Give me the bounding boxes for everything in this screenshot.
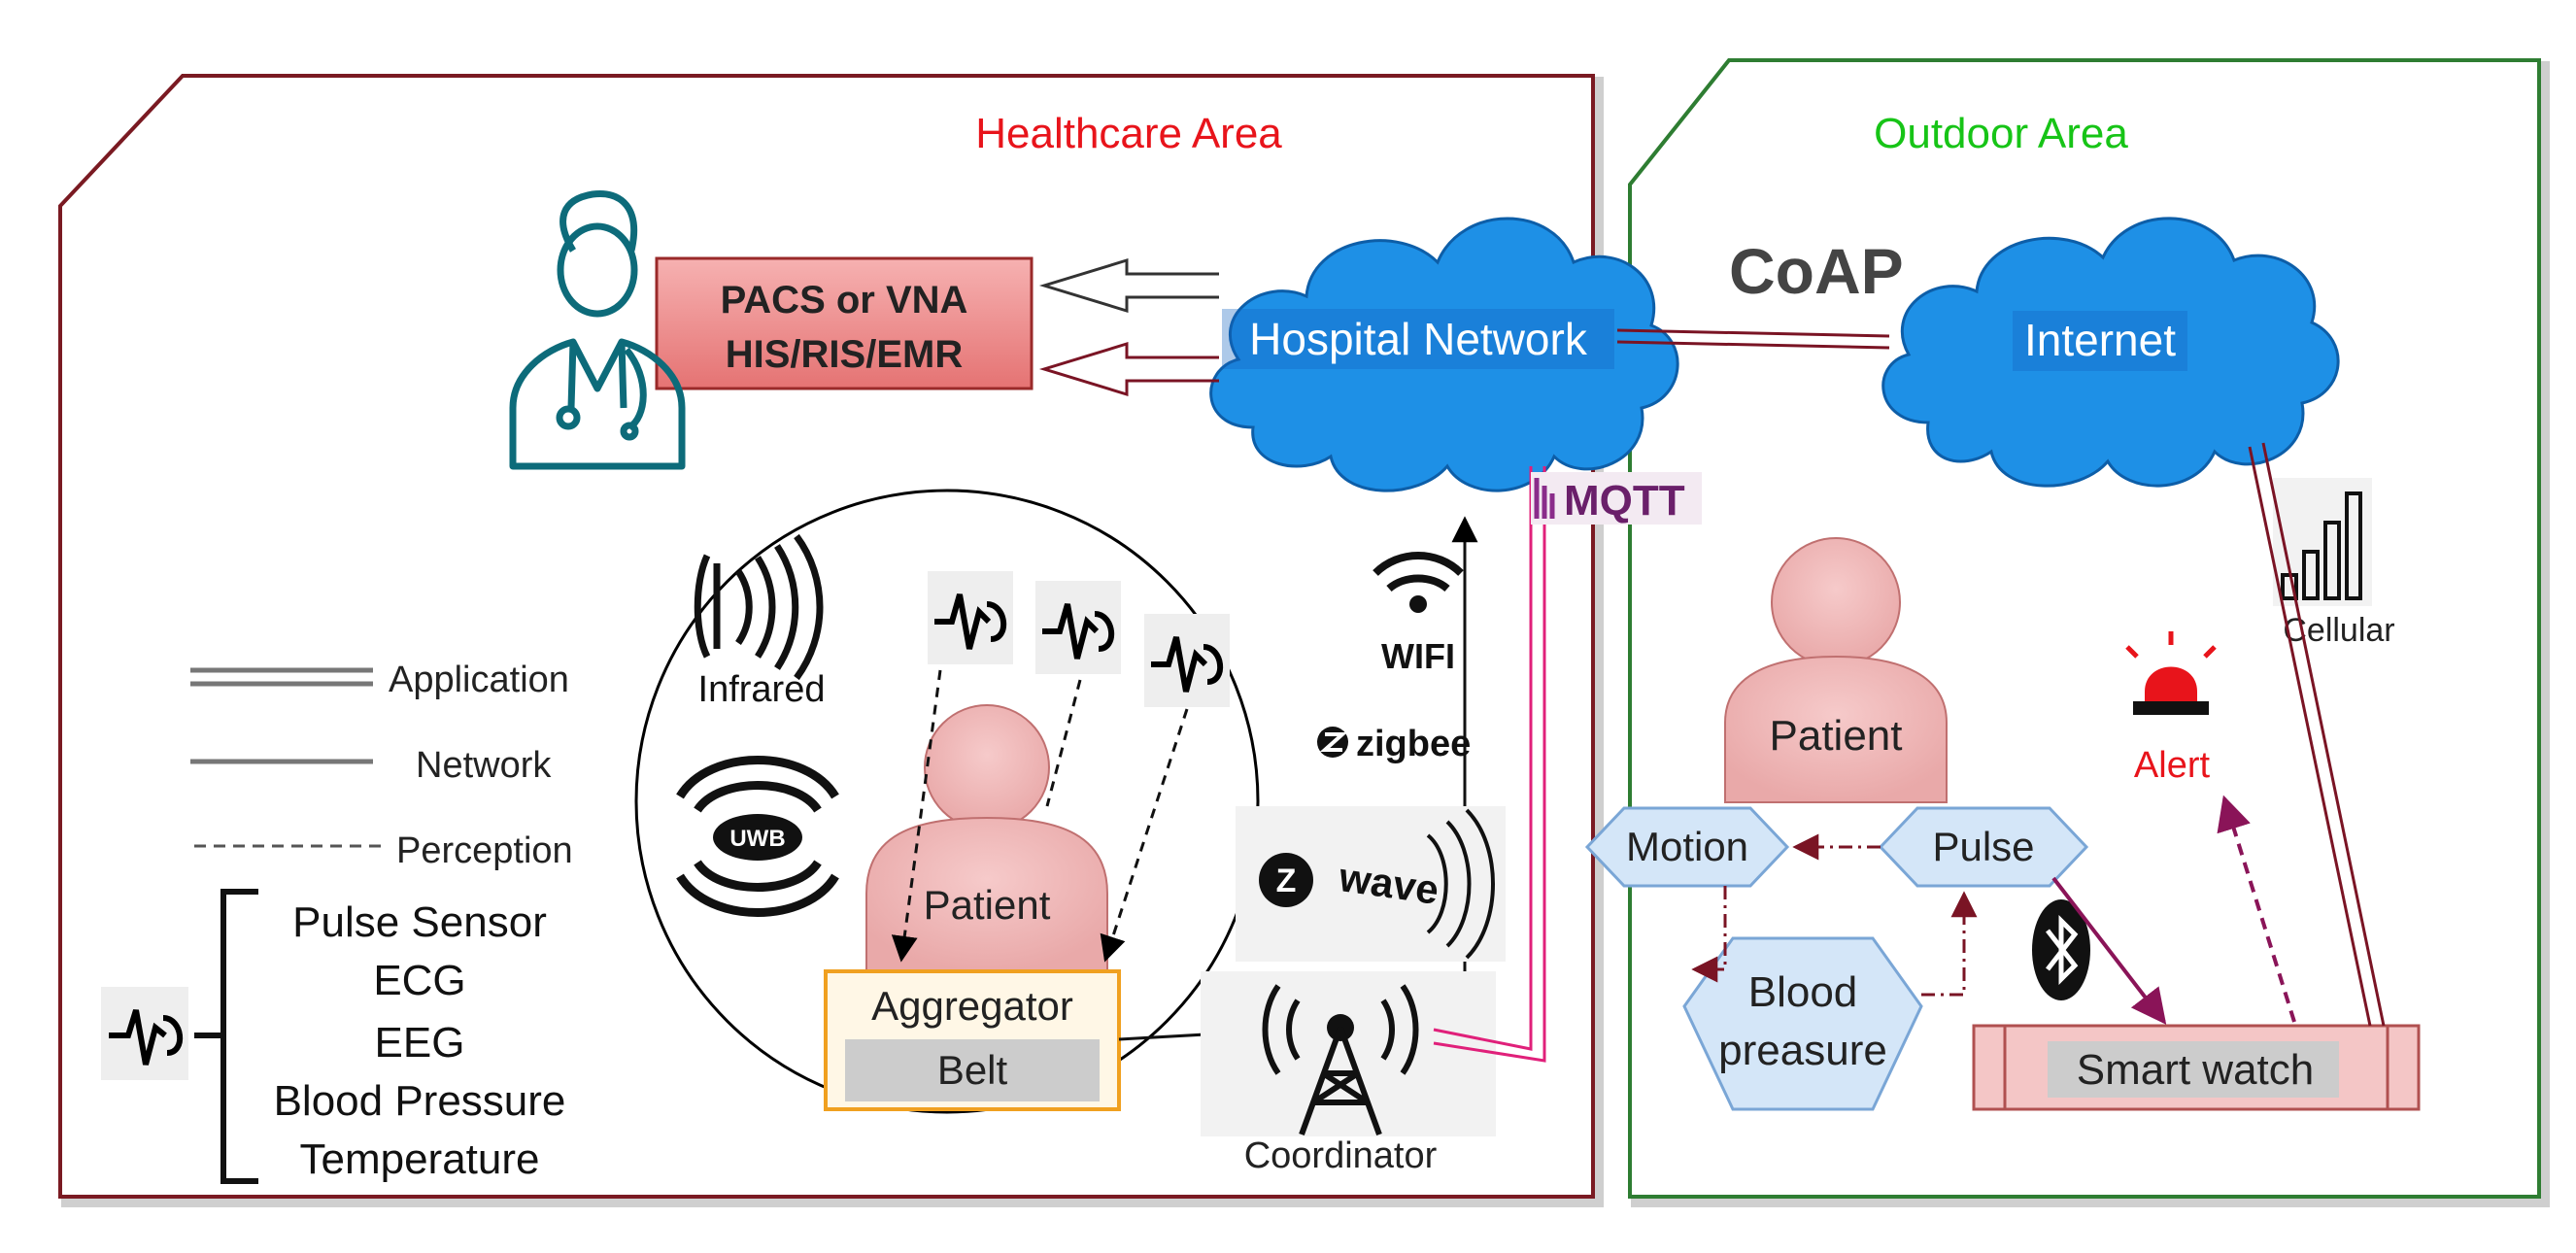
hospital-network-cloud[interactable]: Hospital Network bbox=[1209, 217, 1679, 492]
legend-perception-label: Perception bbox=[396, 830, 573, 871]
legend-network-label: Network bbox=[416, 745, 552, 786]
pulse-to-watch-arrow bbox=[2051, 876, 2167, 1025]
zigbee-icon: zigbee bbox=[1317, 724, 1471, 764]
uwb-icon: UWB bbox=[676, 756, 839, 917]
doctor-icon bbox=[509, 189, 686, 470]
pacs-line1: PACS or VNA bbox=[721, 279, 968, 322]
infrared-icon bbox=[694, 533, 824, 681]
alarm-light-icon bbox=[2125, 631, 2217, 715]
motion-label: Motion bbox=[1626, 824, 1748, 869]
patient-outdoor-label: Patient bbox=[1770, 712, 1903, 760]
pacs-line2: HIS/RIS/EMR bbox=[726, 333, 964, 376]
smart-watch[interactable]: Smart watch bbox=[1972, 1024, 2421, 1111]
patient-outdoor[interactable]: Patient bbox=[1724, 537, 1948, 803]
sensor-bracket bbox=[194, 889, 258, 1184]
patient-healthcare[interactable]: Patient bbox=[865, 704, 1108, 972]
internet-label: Internet bbox=[2024, 315, 2176, 365]
legend-network: Network bbox=[190, 745, 552, 786]
blood-pressure-node[interactable]: Blood preasure bbox=[1682, 936, 1923, 1111]
blood-line1: Blood bbox=[1748, 968, 1858, 1016]
infrared-label: Infrared bbox=[698, 669, 826, 710]
zwave-icon: Z wave bbox=[1236, 806, 1506, 962]
application-arrow-top bbox=[1038, 257, 1219, 314]
cellular-signal-icon bbox=[2273, 478, 2372, 606]
pulse-node[interactable]: Pulse bbox=[1878, 806, 2089, 888]
patient-healthcare-label: Patient bbox=[924, 882, 1051, 928]
legend-application: Application bbox=[190, 660, 569, 700]
aggregator-belt[interactable]: Aggregator Belt bbox=[824, 969, 1121, 1111]
sensor-blood-pressure: Blood Pressure bbox=[274, 1077, 566, 1125]
hospital-network-label: Hospital Network bbox=[1249, 314, 1588, 364]
tower-icon bbox=[1201, 971, 1496, 1136]
pulse-sensor-icon-2 bbox=[1035, 581, 1121, 674]
pulse-sensor-icon-1 bbox=[928, 571, 1013, 664]
alert-label: Alert bbox=[2134, 745, 2211, 786]
wifi-label: WIFI bbox=[1381, 636, 1455, 676]
sensor-eeg: EEG bbox=[375, 1019, 465, 1067]
healthcare-area-title: Healthcare Area bbox=[975, 110, 1282, 157]
sensor-temperature: Temperature bbox=[299, 1135, 539, 1183]
mqtt-link bbox=[1433, 466, 1546, 1063]
wifi-icon bbox=[1373, 552, 1464, 613]
coordinator-label: Coordinator bbox=[1244, 1135, 1438, 1176]
belt-label: Belt bbox=[937, 1047, 1008, 1093]
pulse-sensor-icon-legend bbox=[101, 987, 188, 1080]
cellular-link bbox=[2248, 442, 2386, 1027]
mqtt-label: MQTT bbox=[1564, 477, 1685, 525]
bluetooth-icon bbox=[2032, 899, 2090, 1000]
legend-perception: Perception bbox=[194, 830, 573, 871]
application-arrow-bottom bbox=[1038, 341, 1219, 397]
pacs-his-box[interactable]: PACS or VNA HIS/RIS/EMR bbox=[655, 256, 1034, 390]
pulse-sensor-icon-3 bbox=[1144, 614, 1230, 707]
sensor-ecg: ECG bbox=[373, 957, 465, 1004]
watch-to-alert-arrow bbox=[2217, 795, 2296, 1023]
pulse-label: Pulse bbox=[1932, 824, 2034, 869]
motion-node[interactable]: Motion bbox=[1584, 806, 1790, 888]
blood-line2: preasure bbox=[1718, 1027, 1887, 1074]
sensor-pulse: Pulse Sensor bbox=[292, 898, 547, 946]
coap-label: CoAP bbox=[1729, 235, 1904, 307]
legend-application-label: Application bbox=[389, 660, 569, 700]
perception-arrows-healthcare bbox=[891, 669, 1189, 963]
outdoor-area-title: Outdoor Area bbox=[1874, 110, 2128, 157]
internet-cloud[interactable]: Internet bbox=[1881, 217, 2340, 488]
perception-arrows-outdoor bbox=[1691, 833, 1978, 997]
perception-zone bbox=[634, 489, 1260, 1114]
smart-watch-label: Smart watch bbox=[2077, 1046, 2315, 1094]
uwb-label: UWB bbox=[729, 826, 785, 852]
mqtt-logo: MQTT bbox=[1531, 472, 1702, 525]
zigbee-label: zigbee bbox=[1356, 724, 1471, 764]
coap-link bbox=[1616, 328, 1890, 350]
svg-text:Z: Z bbox=[1276, 863, 1297, 899]
aggregator-label: Aggregator bbox=[871, 983, 1073, 1029]
